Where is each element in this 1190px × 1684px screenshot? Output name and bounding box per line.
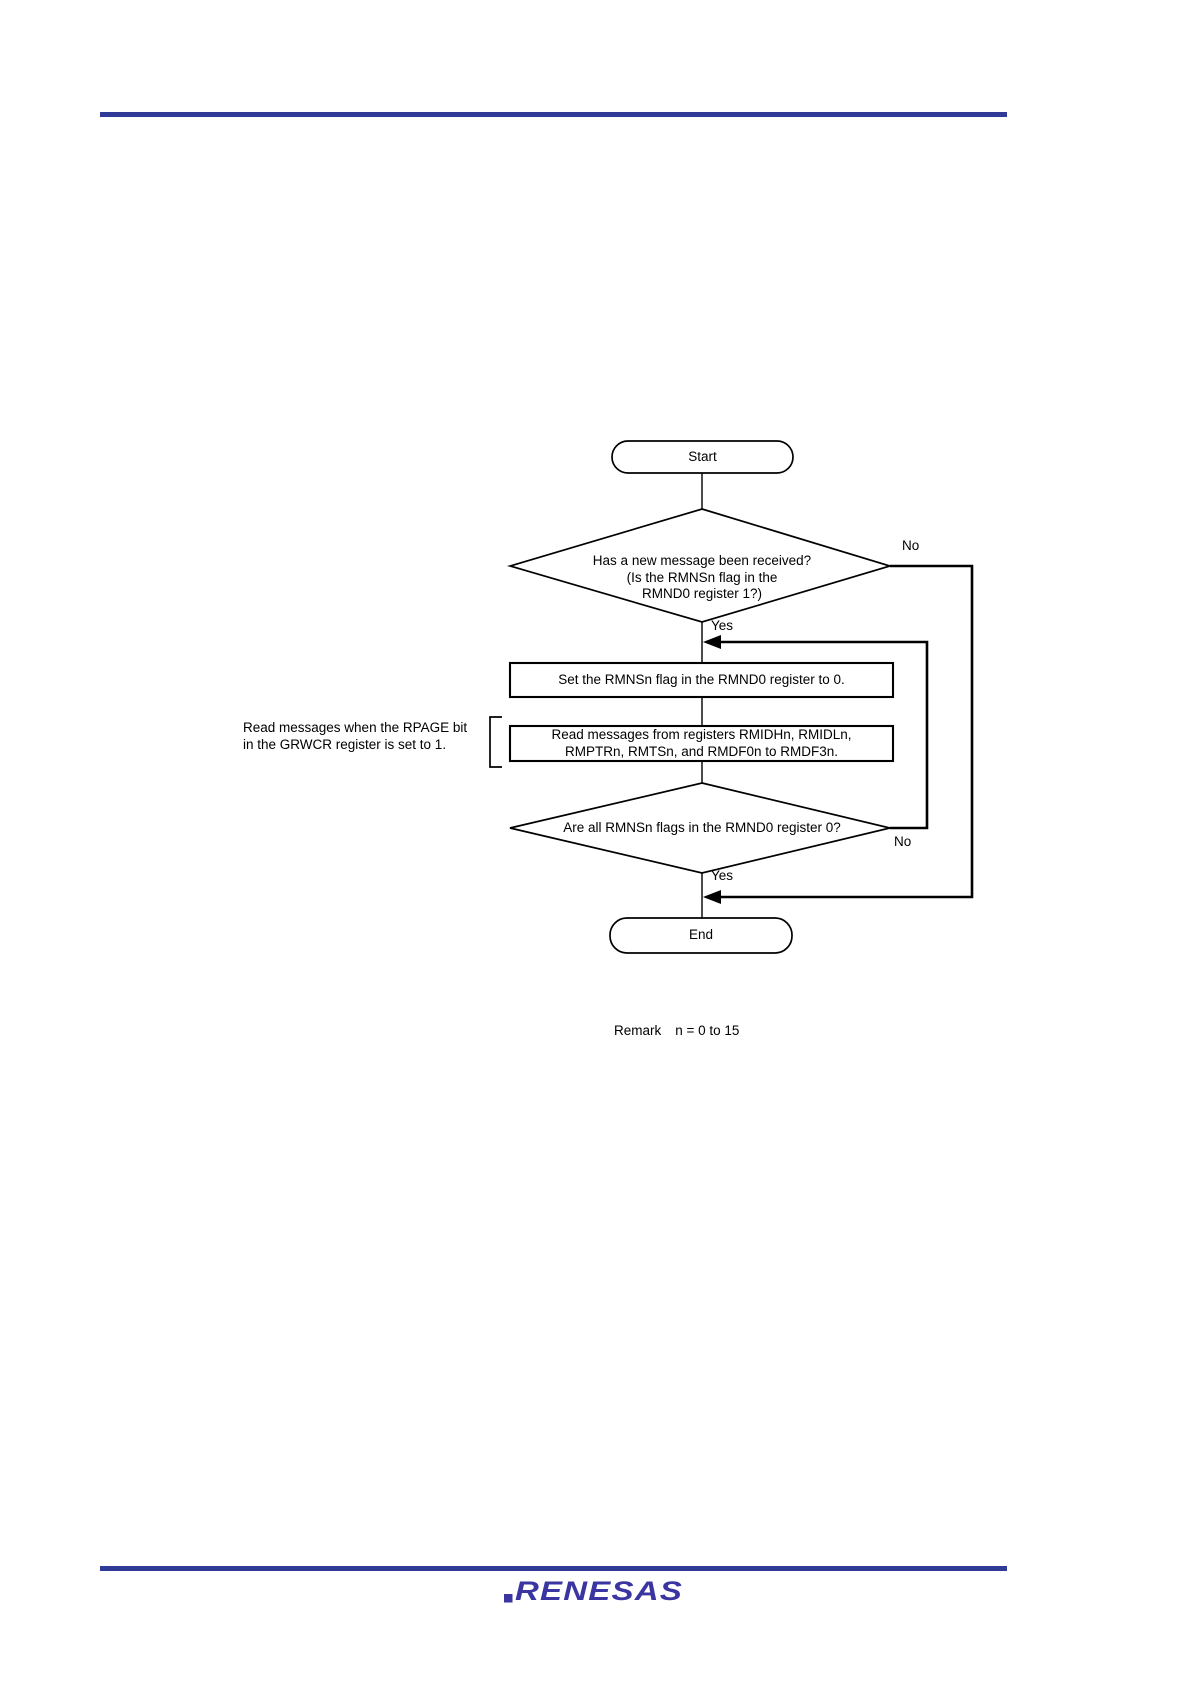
remark-label: Remark: [614, 1023, 662, 1038]
logo-dot: [504, 1594, 513, 1603]
side-note-bracket: [489, 716, 502, 768]
no2-loop-line: [706, 640, 929, 830]
logo-text: RENESAS: [515, 1576, 683, 1606]
header-rule: [100, 112, 1007, 117]
process2-line2: RMPTRn, RMTSn, and RMDF0n to RMDF3n.: [564, 743, 839, 759]
process2-label: Read messages from registers RMIDHn, RMI…: [510, 726, 893, 761]
decision2-no-label: No: [894, 834, 912, 849]
no1-loop-line: [706, 564, 974, 899]
arrow-left-icon: [703, 890, 721, 904]
decision1-yes-label: Yes: [711, 618, 734, 633]
decision1-label: Has a new message been received? (Is the…: [510, 553, 894, 603]
decision2-label: Are all RMNSn flags in the RMND0 registe…: [563, 820, 841, 835]
renesas-logo-icon: RENESAS: [504, 1576, 683, 1606]
process2-line1: Read messages from registers RMIDHn, RMI…: [551, 727, 852, 742]
side-note-line2: in the GRWCR register is set to 1.: [243, 736, 447, 752]
end-terminal: [609, 917, 793, 954]
process1-label: Set the RMNSn flag in the RMND0 register…: [558, 671, 845, 687]
side-note: Read messages when the RPAGE bit in the …: [243, 720, 488, 753]
decision1-no-label: No: [902, 538, 920, 553]
remark: Remark n = 0 to 15: [614, 1023, 739, 1038]
arrow-left-icon: [703, 635, 721, 649]
footer-rule: [100, 1566, 1007, 1571]
decision1-line2: (Is the RMNSn flag in the: [626, 569, 778, 585]
renesas-logo: RENESAS: [503, 1573, 688, 1607]
decision1-line3: RMND0 register 1?): [641, 586, 763, 601]
side-note-line1: Read messages when the RPAGE bit: [243, 720, 468, 735]
end-terminal-label: End: [688, 927, 714, 943]
decision1-line1: Has a new message been received?: [592, 553, 812, 568]
decision2-yes-label: Yes: [711, 868, 734, 883]
process2-box: [508, 724, 895, 763]
remark-value: n = 0 to 15: [675, 1023, 740, 1038]
start-terminal-label: Start: [688, 448, 717, 464]
